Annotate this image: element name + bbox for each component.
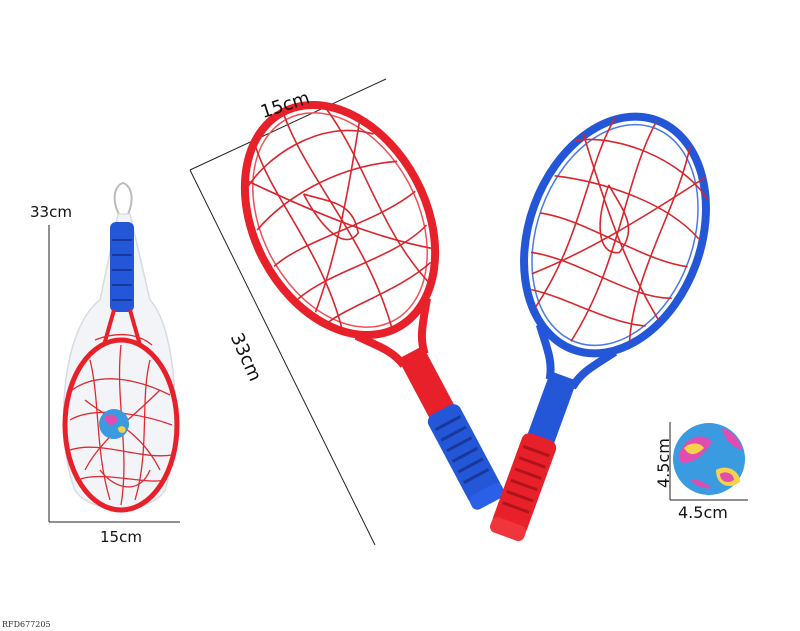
- packaged-racket: [48, 181, 180, 523]
- blue-racket-frame: [520, 112, 710, 358]
- package-handle: [110, 222, 134, 312]
- package-frame: [62, 337, 180, 513]
- ball-height-label: 4.5cm: [654, 438, 673, 488]
- blue-racket-net: [530, 117, 709, 342]
- ball-width-label: 4.5cm: [678, 503, 728, 522]
- ball: [669, 422, 748, 501]
- package-height-label: 33cm: [30, 203, 72, 221]
- red-racket-net: [244, 108, 435, 332]
- red-racket: [240, 100, 505, 510]
- package-width-label: 15cm: [100, 528, 142, 546]
- red-racket-frame: [240, 100, 440, 340]
- hanging-loop: [113, 181, 133, 219]
- product-code: RFD677205: [2, 620, 51, 629]
- racket-height-line: [189, 169, 376, 546]
- blue-racket: [489, 112, 710, 542]
